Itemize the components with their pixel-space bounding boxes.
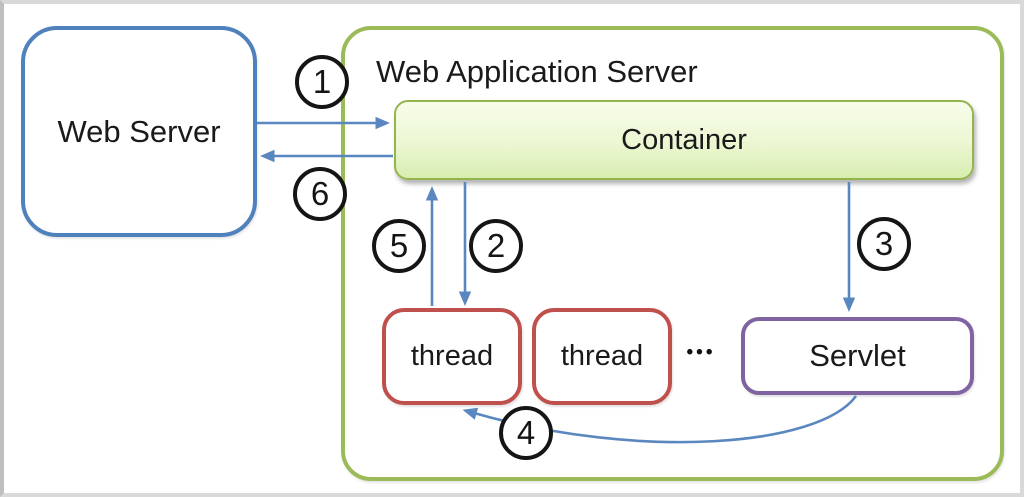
web-application-server-label: Web Application Server (376, 54, 698, 89)
container-label: Container (621, 123, 747, 156)
step-badge-5: 5 (372, 219, 426, 273)
thread-node-2: thread (532, 308, 672, 405)
step-number: 6 (310, 175, 330, 212)
thread-node-1: thread (382, 308, 522, 405)
thread-label: thread (560, 340, 644, 372)
step-number: 5 (389, 227, 409, 264)
step-badge-6: 6 (293, 167, 347, 221)
step-badge-2: 2 (469, 219, 523, 273)
step-badge-1: 1 (295, 55, 349, 109)
servlet-label: Servlet (809, 338, 906, 373)
step-badge-4: 4 (499, 406, 553, 460)
more-threads-ellipsis: ••• (686, 342, 716, 363)
thread-label: thread (410, 340, 494, 372)
container-node: Container (394, 100, 974, 180)
step-badge-3: 3 (857, 217, 911, 271)
web-server-node: Web Server (21, 26, 257, 237)
step-number: 4 (516, 414, 536, 451)
web-server-label: Web Server (57, 113, 221, 149)
step-number: 1 (312, 63, 332, 100)
servlet-node: Servlet (741, 317, 974, 395)
step-number: 3 (874, 225, 894, 262)
step-number: 2 (486, 227, 506, 264)
